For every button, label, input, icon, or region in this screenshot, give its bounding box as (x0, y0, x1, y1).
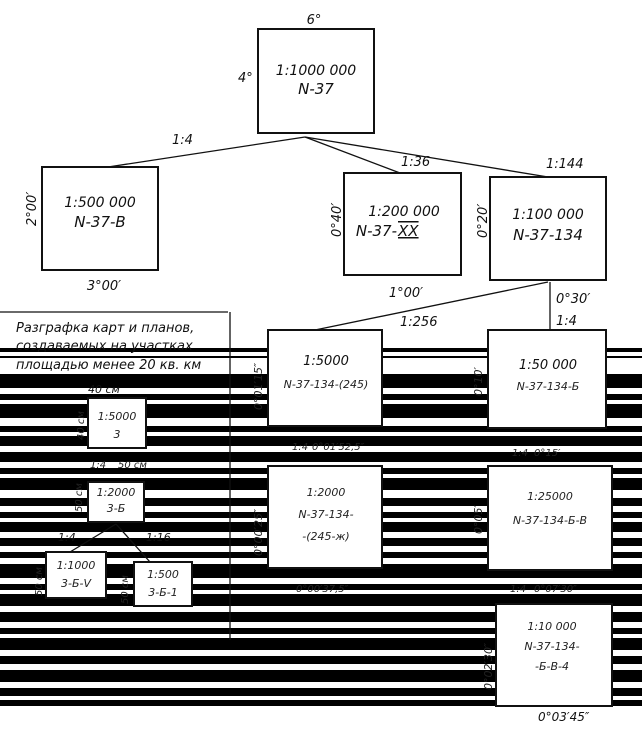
sheet50000-sheet: N-37-134-Б (517, 380, 580, 393)
sheet100-width-label: 0°30′ (556, 292, 590, 307)
plan1000-scale: 1:1000 (57, 559, 96, 572)
box-500000 (41, 166, 159, 271)
sheet5000-width-label: 0°01′52,5″ (312, 442, 365, 453)
sheet200-scale: 1:200 000 (368, 204, 440, 220)
sheet500-height-label: 2°00′ (25, 192, 40, 226)
plan2000-ratio: 1:4 (90, 460, 106, 471)
plan500-side-label: 50 см (120, 575, 131, 604)
connector-to-200 (304, 136, 401, 174)
sheet10000-scale: 1:10 000 (527, 620, 576, 633)
box-plan-2000 (87, 481, 145, 523)
top-height-label: 4° (238, 71, 253, 86)
box-2000 (267, 465, 383, 569)
box-plan-5000 (87, 397, 147, 449)
plan2000-side-label: 50 см (74, 483, 85, 512)
sheet5000-scale: 1:5000 (303, 354, 349, 369)
ratio-500: 1:4 (172, 133, 193, 148)
plan500-ratio: 1:16 (146, 531, 171, 544)
connector-to-500-plan (115, 523, 151, 563)
sheet500-sheet: N-37-В (74, 213, 125, 231)
plan5000-sheet: 3 (114, 428, 121, 441)
sheet50000-ratio: 1:4 (512, 448, 528, 459)
plan5000-scale: 1:5000 (98, 410, 137, 423)
sheet5000-sheet: N-37-134-(245) (284, 378, 369, 391)
plan2000-scale: 1:2000 (97, 486, 136, 499)
sheet10000-height-label: 0°02′30″ (482, 642, 495, 690)
sheet50000-height-label: 0°10′ (472, 367, 485, 396)
sheet2000-width-label: 0°00′37,5″ (296, 584, 349, 595)
sheet50000-label-bg (490, 356, 604, 374)
top-scale: 1:1000 000 (276, 63, 357, 79)
box-50000 (487, 329, 607, 429)
plan1000-side-label: 50 см (34, 567, 45, 596)
sheet2000-height-label: 0°00′25″ (252, 508, 265, 556)
sheet50000-scale: 1:50 000 (519, 358, 577, 373)
sheet100-scale: 1:100 000 (512, 207, 584, 223)
note-line-3: площадью менее 20 кв. км (16, 358, 201, 373)
sheet50000-width-label: 0°15′ (534, 448, 561, 459)
sheet2000-sheet-2: -(245-ж) (302, 530, 349, 543)
plan5000-side-label: 40 см (76, 411, 87, 440)
sheet500-scale: 1:500 000 (64, 195, 136, 211)
box-25000 (487, 465, 613, 571)
plan500-scale: 1:500 (147, 568, 179, 581)
box-plan-500 (133, 561, 193, 607)
sheet10000-width-bg (520, 708, 610, 724)
box-200000 (343, 172, 462, 276)
sheet2000-scale: 1:2000 (307, 486, 346, 499)
sheet500-width-label: 3°00′ (87, 279, 121, 294)
top-width-label: 6° (307, 13, 322, 28)
plan2000-width-label: 50 см (118, 460, 147, 471)
sheet100-height-label: 0°20′ (476, 204, 491, 238)
note-line-1: Разграфка карт и планов, (16, 321, 194, 336)
top-sheet: N-37 (298, 80, 334, 98)
box-plan-1000 (45, 551, 107, 599)
sheet25000-sheet: N-37-134-Б-В (513, 514, 587, 527)
sheet100-sheet: N-37-134 (513, 226, 583, 244)
connector-to-5000 (314, 281, 549, 331)
ratio-50: 1:256 (400, 315, 437, 330)
box-100000 (489, 176, 607, 281)
box-1000000 (257, 28, 375, 134)
sheet200-height-label: 0°40′ (330, 203, 345, 237)
sheet25000-scale: 1:25000 (527, 490, 573, 503)
sheet2000-sheet: N-37-134- (298, 508, 353, 521)
note-line-2: создаваемых на участках (16, 339, 193, 354)
sheet5000-ratio: 1:4 (292, 442, 308, 453)
plan1000-sheet: 3-Б-V (61, 577, 92, 590)
plan2000-sheet: 3-Б (107, 502, 126, 515)
sheet10000-sheet: N-37-134- (524, 640, 579, 653)
plan500-sheet: 3-Б-1 (148, 586, 177, 599)
ratio-100: 1:144 (546, 157, 583, 172)
box-5000 (267, 329, 383, 427)
sheet5000-label-bg (270, 352, 380, 370)
sheet5000-height-label: 0°01′15″ (252, 362, 265, 410)
sheet25000-ratio: 1:4 (510, 584, 526, 595)
sheet10000-sheet-2: -Б-В-4 (535, 660, 569, 673)
ratio-200: 1:36 (401, 155, 430, 170)
connector-to-100 (304, 136, 549, 178)
box-10000 (495, 603, 613, 707)
sheet200-sheet: N-37- (356, 222, 397, 240)
plan5000-width-label: 40 см (88, 383, 120, 396)
plan1000-ratio: 1:4 (58, 531, 76, 544)
sheet25000-height-label: 0°05′ (472, 505, 485, 534)
sheet200-suffix: XX (397, 222, 419, 240)
connector-to-500 (107, 136, 306, 168)
connector-to-1000 (69, 523, 117, 553)
sheet25000-width-label: 0°07′30″ (534, 584, 577, 595)
ratio-10k-from-100: 1:4 (556, 314, 577, 329)
sheet10000-width-label: 0°03′45″ (538, 710, 590, 724)
sheet200-width-label: 1°00′ (389, 286, 423, 301)
